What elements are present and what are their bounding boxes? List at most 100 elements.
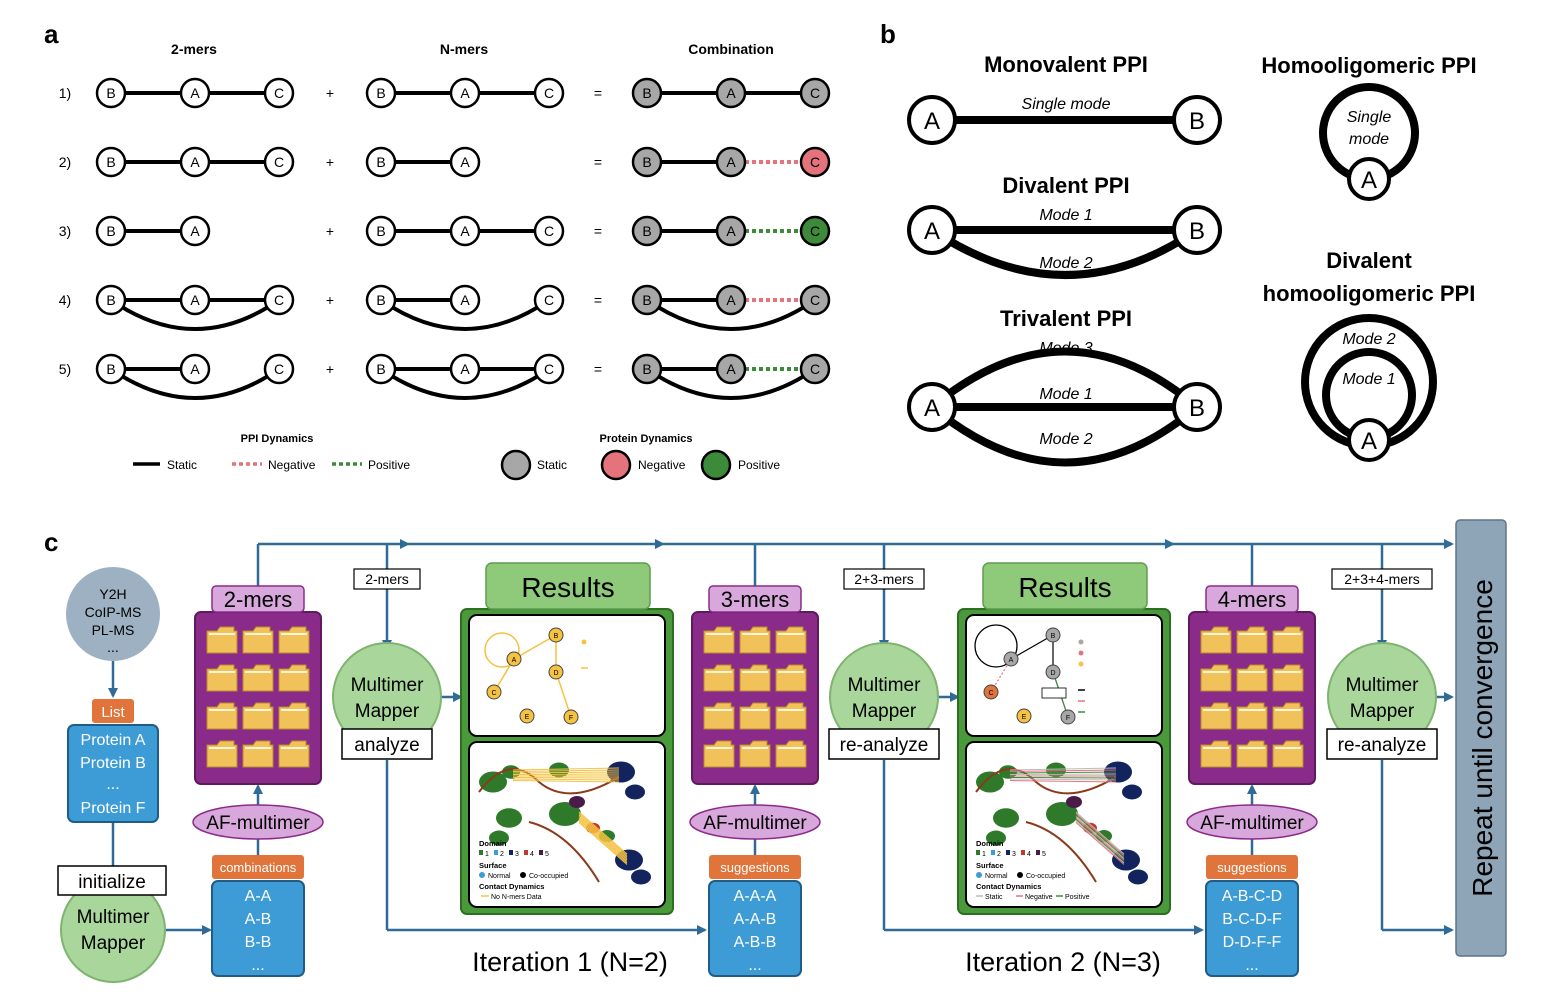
mers-tag [1205, 585, 1299, 613]
node-label: A [190, 223, 200, 239]
list-type-label: suggestions [720, 860, 790, 875]
domain-legend-swatch [976, 850, 980, 855]
contact-line [578, 822, 628, 865]
node-label: A [726, 361, 736, 377]
row-number: 5) [59, 361, 71, 377]
node-label: C [810, 292, 820, 308]
mapper3-line1: Multimer [1346, 675, 1420, 696]
protein-ellipsis: ... [106, 776, 119, 793]
domain-legend-item: 1 [485, 851, 489, 858]
network-node-label: D [553, 670, 558, 677]
folder-paper [1275, 633, 1301, 635]
node-label: A [190, 361, 200, 377]
folder-icon [278, 664, 310, 692]
node-b [365, 77, 397, 109]
network-node-label: B [554, 633, 559, 640]
node-label: C [274, 361, 284, 377]
trivalent-edge-3 [929, 347, 1200, 411]
folder-icon [242, 664, 274, 692]
node-a [449, 215, 481, 247]
folder-icon [775, 664, 807, 692]
domain-legend-swatch [479, 850, 483, 855]
contact-line [1075, 811, 1125, 855]
node-a [715, 353, 747, 385]
div-node-a-label: A [924, 218, 940, 245]
node-label: A [726, 223, 736, 239]
protein-b: Protein B [80, 755, 146, 772]
folder-paper [281, 633, 307, 635]
af-multimer-label: AF-multimer [1200, 813, 1304, 834]
edge-b-c-arc [379, 298, 551, 331]
flow-arrowhead [655, 539, 665, 549]
node-c [263, 353, 295, 385]
folder-icon [278, 702, 310, 730]
iteration1-label: Iteration 1 (N=2) [472, 947, 668, 977]
legend-p-positive: Positive [738, 458, 780, 472]
folder-icon [1236, 626, 1268, 654]
equals-sign: = [594, 223, 602, 239]
node-b [95, 215, 127, 247]
homo-mode-line1: Single [1347, 109, 1392, 126]
flow-label-2mers: 2-mers [365, 571, 409, 587]
folder-paper [209, 747, 235, 749]
node-b [95, 284, 127, 316]
node-b [95, 77, 127, 109]
protein-domain-blob [986, 830, 1006, 846]
plus-sign: + [326, 292, 334, 308]
folder-paper [1275, 747, 1301, 749]
list-type-label: suggestions [1217, 860, 1287, 875]
surface-legend-item: Normal [985, 873, 1008, 880]
contact-line [578, 816, 628, 859]
folder-paper [1239, 633, 1265, 635]
folder-icon [1200, 702, 1232, 730]
folder-paper [706, 747, 732, 749]
node-b [631, 77, 663, 109]
node-a [715, 146, 747, 178]
dhomo-mode2: Mode 2 [1342, 331, 1395, 348]
folder-icon [1236, 702, 1268, 730]
contact-line [1075, 822, 1125, 865]
folder-paper [778, 633, 804, 635]
contact-legend-title: Contact Dynamics [976, 882, 1041, 891]
node-c [263, 77, 295, 109]
node-label: C [810, 85, 820, 101]
folder-paper [706, 709, 732, 711]
protein-domain-blob [993, 808, 1019, 828]
protein-a: Protein A [81, 732, 146, 749]
folder-paper [1239, 709, 1265, 711]
node-c [799, 77, 831, 109]
domain-legend-item: 4 [530, 851, 534, 858]
combination-item: A-B [245, 911, 272, 928]
contact-line [512, 773, 620, 775]
node-a [449, 284, 481, 316]
node-b [631, 284, 663, 316]
div-node-b-label: B [1189, 218, 1205, 245]
af-multimer-pill [689, 804, 821, 840]
af-multimer-label: AF-multimer [703, 813, 807, 834]
node-c [533, 284, 565, 316]
domain-legend-swatch [1036, 850, 1040, 855]
node-c [263, 284, 295, 316]
domain-legend-title: Domain [479, 839, 507, 848]
folder-paper [281, 747, 307, 749]
combination-item: ... [1245, 957, 1258, 974]
protein-domain-blob [496, 808, 522, 828]
folder-paper [1203, 671, 1229, 673]
node-label: C [274, 292, 284, 308]
node-label: C [544, 223, 554, 239]
panel-c: c [44, 519, 1507, 983]
folder-icon [703, 740, 735, 768]
trivalent-mode3: Mode 3 [1039, 340, 1092, 357]
mers-tag [708, 585, 802, 613]
contact-legend-item: Positive [1065, 894, 1090, 901]
folder-paper [281, 671, 307, 673]
legend-protein-title: Protein Dynamics [600, 433, 693, 445]
folder-icon [1200, 664, 1232, 692]
divalent-title: Divalent PPI [1002, 173, 1129, 198]
folder-icon [1272, 702, 1304, 730]
af-multimer-label: AF-multimer [206, 813, 310, 834]
node-c [533, 353, 565, 385]
node-label: C [544, 85, 554, 101]
